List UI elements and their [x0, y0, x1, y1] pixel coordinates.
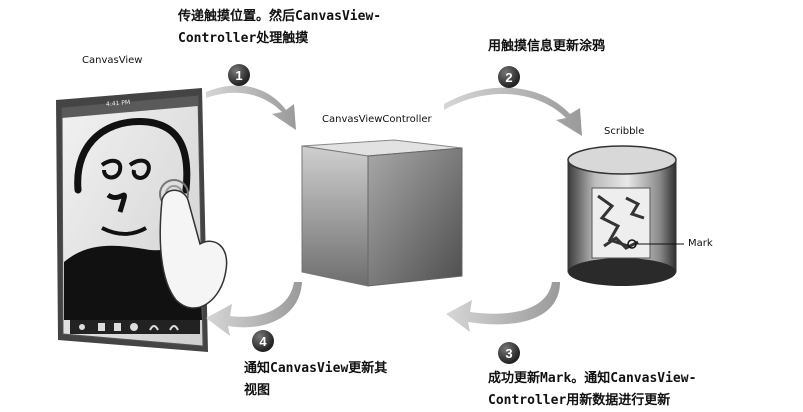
flow-arrows [206, 85, 582, 336]
step-1-line-1: 传递触摸位置。然后CanvasView- [178, 9, 382, 24]
mark-label: Mark [688, 238, 713, 249]
scribble-container [567, 145, 684, 286]
arrow-step-2 [444, 87, 582, 136]
controller-cube [301, 139, 463, 287]
controller-label: CanvasViewController [322, 114, 432, 125]
canvas-view-label: CanvasView [82, 55, 143, 66]
canvas-view-device [56, 88, 228, 352]
step-4-line-1: 通知CanvasView更新其 [244, 361, 388, 376]
arrow-step-4 [206, 282, 302, 336]
step-2-line-1: 用触摸信息更新涂鸦 [488, 39, 606, 54]
step-4-badge: 4 [252, 330, 274, 352]
scribble-label: Scribble [604, 126, 645, 137]
step-1-badge: 1 [228, 64, 250, 86]
step-4-line-2: 视图 [244, 383, 271, 398]
step-4-text: 通知CanvasView更新其 视图 [244, 358, 387, 402]
step-3-line-1: 成功更新Mark。通知CanvasView- [488, 371, 697, 386]
step-3-text: 成功更新Mark。通知CanvasView- Controller用新数据进行更… [488, 368, 696, 412]
step-1-line-2: Controller处理触摸 [178, 31, 309, 46]
step-1-text: 传递触摸位置。然后CanvasView- Controller处理触摸 [178, 6, 381, 50]
step-2-badge: 2 [498, 66, 520, 88]
step-2-text: 用触摸信息更新涂鸦 [488, 36, 605, 58]
step-3-badge: 3 [498, 342, 520, 364]
step-3-line-2: Controller用新数据进行更新 [488, 393, 671, 408]
arrow-step-3 [446, 282, 560, 332]
arrow-step-1 [206, 85, 296, 130]
